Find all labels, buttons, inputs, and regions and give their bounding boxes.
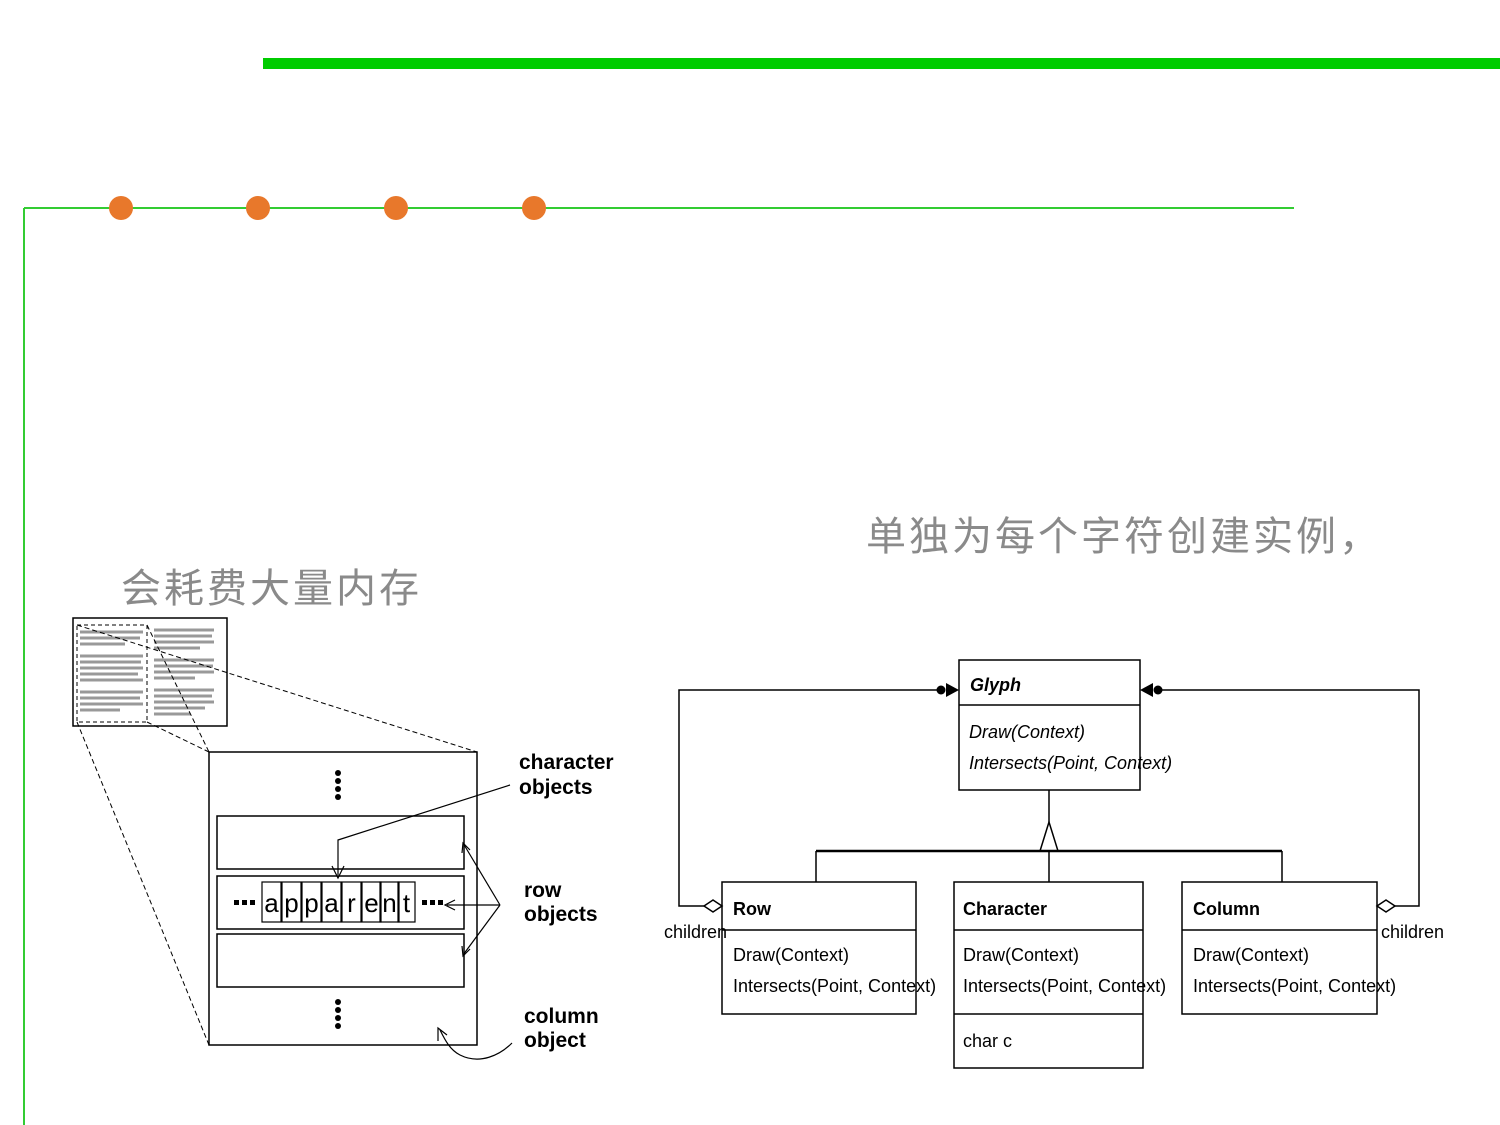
char-glyph-1: a: [264, 888, 279, 918]
char-glyph-2: p: [284, 888, 298, 918]
row-op-1: Draw(Context): [733, 945, 849, 965]
character-attr-1: char c: [963, 1031, 1012, 1051]
glyph-class-name: Glyph: [970, 675, 1021, 695]
column-bottom-ellipsis: [335, 999, 341, 1029]
bullet-dot-3: [384, 196, 408, 220]
row-class-name: Row: [733, 899, 772, 919]
glyph-class-box: [958, 659, 1141, 791]
children-label-right: children: [1381, 922, 1444, 942]
aggregation-diamond-column: [1375, 899, 1397, 913]
char-glyph-7: n: [382, 888, 396, 918]
column-op-2: Intersects(Point, Context): [1193, 976, 1396, 996]
aggregation-diamond-row: [702, 899, 724, 913]
object-structure-diagram: a p p a r e n t character objects row ob…: [72, 617, 614, 1060]
label-character-line2: objects: [519, 776, 593, 799]
caption-right: 单独为每个字符创建实例，: [866, 514, 1382, 560]
bullet-dot-2: [246, 196, 270, 220]
character-class-name: Character: [963, 899, 1047, 919]
column-class-name: Column: [1193, 899, 1260, 919]
row-object-3: [216, 933, 465, 988]
character-op-1: Draw(Context): [963, 945, 1079, 965]
inheritance-triangle: [1038, 819, 1060, 852]
label-column-line2: object: [524, 1029, 586, 1052]
top-green-bar: [263, 58, 1500, 69]
row-class-box: [721, 881, 917, 1015]
character-op-2: Intersects(Point, Context): [963, 976, 1166, 996]
char-glyph-4: a: [324, 888, 339, 918]
children-label-left: children: [664, 922, 727, 942]
char-glyph-3: p: [304, 888, 318, 918]
label-row-line1: row: [524, 879, 562, 902]
character-class-box: [953, 881, 1144, 1069]
glyph-op-1: Draw(Context): [969, 722, 1085, 742]
bullet-dot-4: [522, 196, 546, 220]
label-character-line1: character: [519, 751, 614, 774]
caption-left: 会耗费大量内存: [121, 566, 422, 612]
column-class-box: [1181, 881, 1378, 1015]
label-column-line1: column: [524, 1005, 599, 1028]
row-op-2: Intersects(Point, Context): [733, 976, 936, 996]
column-top-ellipsis: [335, 770, 341, 800]
char-glyph-5: r: [347, 888, 356, 918]
bullet-dot-1: [109, 196, 133, 220]
char-glyph-6: e: [364, 888, 378, 918]
column-op-1: Draw(Context): [1193, 945, 1309, 965]
glyph-op-2: Intersects(Point, Context): [969, 753, 1172, 773]
page-thumbnail: [72, 617, 228, 727]
row-object-1: [216, 815, 465, 870]
label-row-line2: objects: [524, 903, 598, 926]
character-boxes: [261, 881, 416, 923]
char-glyph-8: t: [403, 888, 411, 918]
